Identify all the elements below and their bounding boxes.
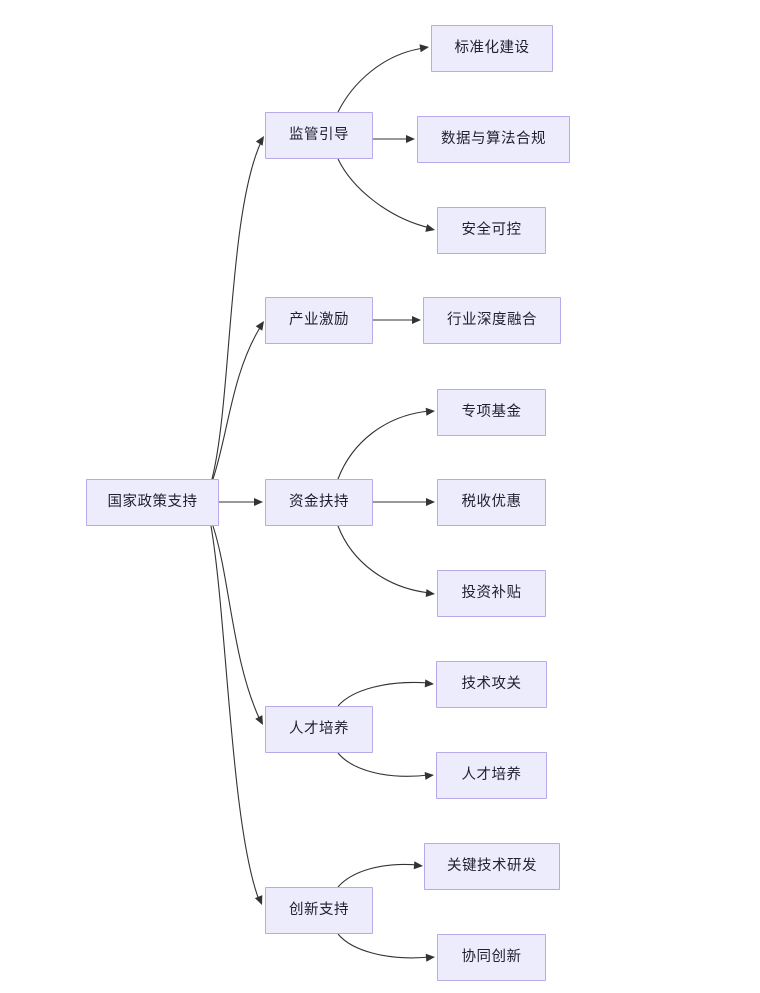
arrow-head-b1-to-l2 [406, 135, 415, 143]
node-label: 创新支持 [289, 902, 349, 919]
node-label: 技术攻关 [461, 676, 522, 693]
edge-b1-to-l3 [337, 158, 431, 229]
arrow-head-b3-to-l7 [425, 589, 435, 598]
node-label: 关键技术研发 [447, 858, 537, 875]
edge-b1-to-l1 [337, 47, 425, 113]
edge-b4-to-l8 [337, 681, 430, 707]
node-label: 产业激励 [289, 312, 349, 329]
node-l5[interactable]: 专项基金 [437, 389, 546, 436]
arrow-head-b4-to-l9 [424, 771, 434, 780]
arrow-head-b4-to-l8 [424, 679, 434, 688]
edge-root-to-b2 [212, 325, 262, 480]
node-root[interactable]: 国家政策支持 [86, 479, 219, 526]
arrow-head-b3-to-l6 [426, 498, 435, 506]
edge-root-to-b1 [211, 139, 263, 480]
arrow-head-root-to-b3 [254, 498, 263, 506]
arrow-head-b1-to-l1 [419, 44, 429, 53]
node-l11[interactable]: 协同创新 [437, 934, 546, 981]
node-l1[interactable]: 标准化建设 [431, 25, 553, 72]
node-label: 人才培养 [289, 721, 349, 738]
node-b4[interactable]: 人才培养 [265, 706, 373, 753]
node-l7[interactable]: 投资补贴 [437, 570, 546, 617]
node-label: 投资补贴 [461, 585, 522, 602]
edge-b5-to-l11 [337, 933, 431, 959]
node-label: 资金扶持 [289, 494, 349, 511]
node-label: 监管引导 [289, 127, 349, 144]
node-b1[interactable]: 监管引导 [265, 112, 373, 159]
arrow-head-b2-to-l4 [412, 316, 421, 324]
node-l9[interactable]: 人才培养 [436, 752, 547, 799]
edge-b3-to-l5 [337, 410, 431, 480]
arrow-head-b3-to-l5 [425, 407, 435, 416]
node-label: 人才培养 [461, 767, 522, 784]
arrow-head-b5-to-l11 [425, 953, 435, 962]
edge-b3-to-l7 [337, 525, 431, 594]
node-l8[interactable]: 技术攻关 [436, 661, 547, 708]
node-l6[interactable]: 税收优惠 [437, 479, 546, 526]
node-label: 行业深度融合 [447, 312, 537, 329]
node-label: 协同创新 [461, 949, 522, 966]
node-b5[interactable]: 创新支持 [265, 887, 373, 934]
node-l10[interactable]: 关键技术研发 [424, 843, 560, 890]
node-label: 安全可控 [461, 222, 522, 239]
node-label: 数据与算法合规 [441, 131, 546, 148]
edge-b5-to-l10 [337, 863, 419, 888]
node-l4[interactable]: 行业深度融合 [423, 297, 561, 344]
node-label: 国家政策支持 [107, 494, 198, 511]
node-b3[interactable]: 资金扶持 [265, 479, 373, 526]
node-label: 标准化建设 [454, 40, 530, 57]
edge-b4-to-l9 [337, 752, 430, 777]
edge-root-to-b4 [212, 525, 261, 721]
node-l3[interactable]: 安全可控 [437, 207, 546, 254]
arrow-head-b5-to-l10 [413, 861, 423, 870]
node-l2[interactable]: 数据与算法合规 [417, 116, 570, 163]
node-b2[interactable]: 产业激励 [265, 297, 373, 344]
node-label: 税收优惠 [461, 494, 522, 511]
node-label: 专项基金 [461, 404, 522, 421]
arrow-head-b1-to-l3 [425, 224, 435, 232]
edge-root-to-b5 [210, 525, 260, 901]
